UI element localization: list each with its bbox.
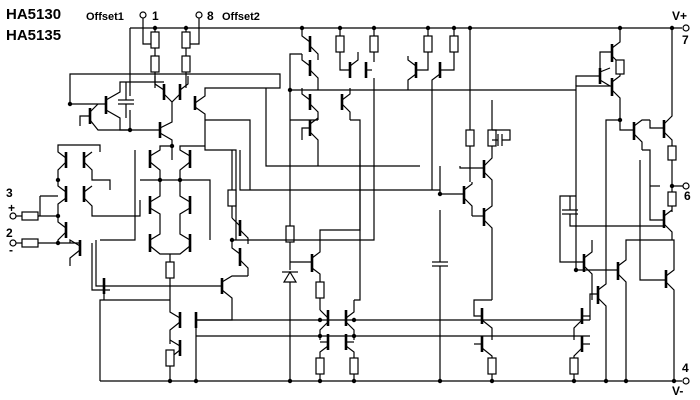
inverting-pin-label: - (9, 243, 13, 257)
lower-middle-mirror (196, 150, 590, 381)
offset1-terminal (139, 11, 147, 19)
output-pin-number: 6 (684, 189, 691, 203)
input-stage (67, 73, 281, 146)
noninverting-terminal (9, 212, 17, 220)
offset1-pin-number: 1 (152, 9, 159, 23)
bias-chain (95, 150, 249, 310)
offset2-pin-label: Offset2 (222, 11, 260, 23)
part-number-ha5135: HA5135 (6, 27, 61, 44)
cross-connections (129, 28, 576, 384)
output-terminal (682, 182, 690, 190)
offset2-pin-number: 8 (207, 9, 214, 23)
inverting-pin-number: 2 (6, 226, 13, 240)
offset2-terminal (195, 11, 203, 19)
output-stage (559, 25, 683, 384)
differential-pair (100, 140, 237, 290)
input-protection (16, 144, 141, 291)
vplus-pin-number: 7 (682, 33, 689, 47)
vplus-pin-label: V+ (672, 9, 687, 23)
offset1-pin-label: Offset1 (86, 11, 124, 23)
upper-right-stack (290, 25, 459, 190)
noninverting-pin-number: 3 (6, 186, 13, 200)
lower-right-mirror (473, 299, 590, 384)
vplus-terminal (682, 24, 690, 32)
vminus-pin-label: V- (672, 384, 683, 398)
lower-left-mirror (99, 290, 233, 381)
part-number-ha5130: HA5130 (6, 6, 61, 23)
inverting-terminal (9, 239, 17, 247)
offset-network (142, 18, 200, 88)
noninverting-pin-label: + (8, 201, 15, 215)
vminus-terminal (682, 377, 690, 385)
second-stage (239, 25, 511, 381)
vminus-pin-number: 4 (682, 361, 689, 375)
upper-middle-stack (230, 25, 420, 241)
